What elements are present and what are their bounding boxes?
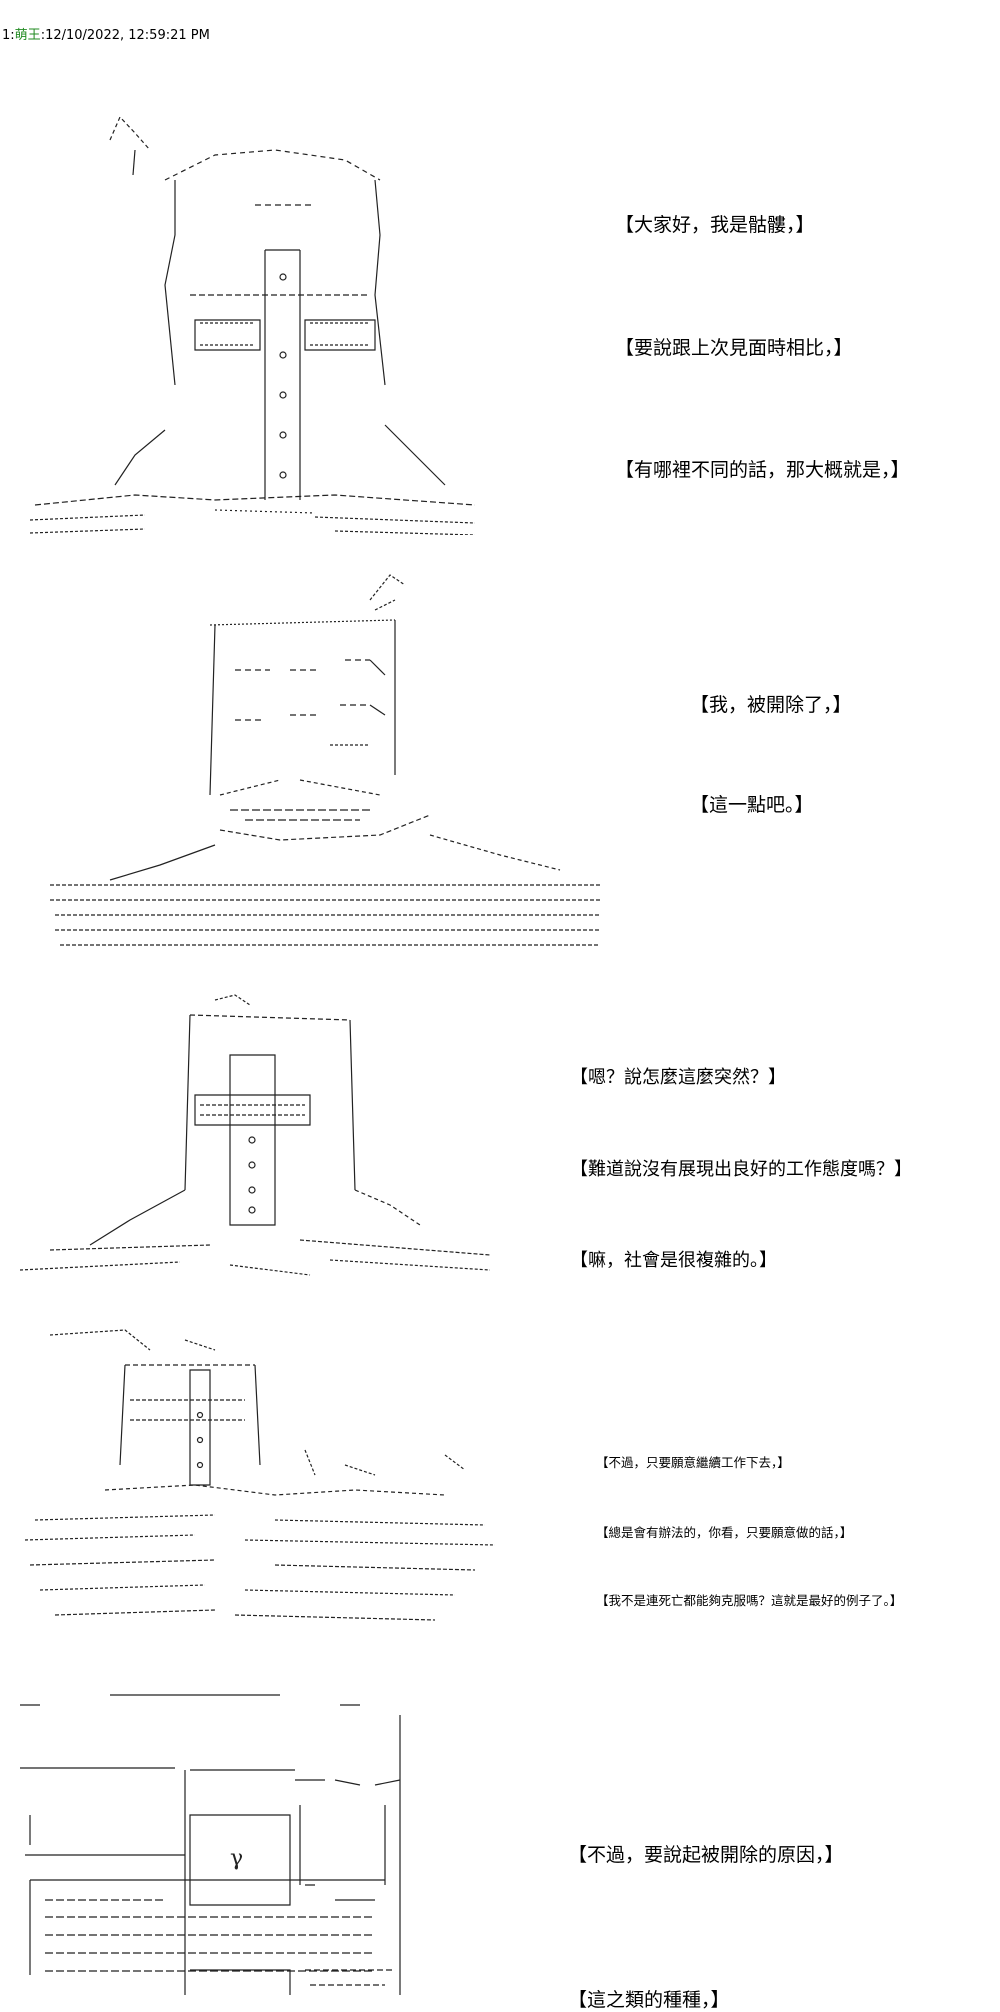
caption-3-2: 【難道說沒有展現出良好的工作態度嗎？】 — [570, 1159, 912, 1180]
caption-4-1: 【不過，只要願意繼續工作下去，】 — [596, 1455, 790, 1470]
caption-4-2: 【總是會有辦法的，你看，只要願意做的話，】 — [596, 1525, 853, 1540]
post-separator: : — [10, 28, 15, 43]
caption-1-1: 【大家好，我是骷髏，】 — [615, 214, 815, 236]
caption-5-2: 【這之類的種種，】 — [568, 1989, 730, 2011]
caption-3-3: 【嘛，社會是很複雜的。】 — [570, 1250, 777, 1271]
caption-1-2: 【要說跟上次見面時相比，】 — [615, 337, 853, 359]
knight-art-2 — [40, 555, 620, 975]
svg-text:γ: γ — [230, 1846, 243, 1871]
knight-art-4 — [15, 1325, 535, 1665]
knight-art-3 — [10, 990, 510, 1290]
caption-4-3: 【我不是連死亡都能夠克服嗎？這就是最好的例子了。】 — [596, 1593, 903, 1608]
poster-name[interactable]: 萌王 — [14, 28, 41, 43]
caption-5-1: 【不過，要說起被開除的原因，】 — [568, 1844, 844, 1866]
caption-2-1: 【我，被開除了，】 — [690, 694, 852, 716]
knight-art-1 — [15, 55, 535, 535]
office-art-5: γ — [15, 1685, 435, 2000]
post-header: 1:萌王:12/10/2022, 12:59:21 PM — [2, 24, 210, 43]
caption-1-3: 【有哪裡不同的話，那大概就是，】 — [615, 459, 910, 481]
caption-2-2: 【這一點吧。】 — [690, 794, 814, 816]
caption-3-1: 【嗯？說怎麼這麼突然？】 — [570, 1067, 786, 1088]
post-datetime: :12/10/2022, 12:59:21 PM — [40, 28, 210, 43]
post-number: 1 — [2, 28, 11, 43]
